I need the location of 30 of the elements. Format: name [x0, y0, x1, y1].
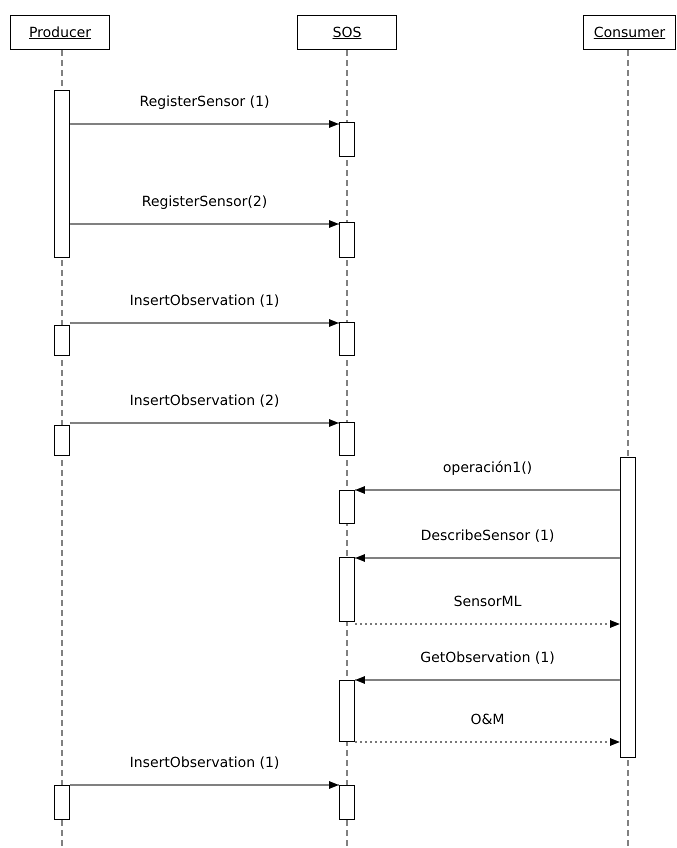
participant-name: SOS	[332, 24, 362, 40]
activation-bar	[54, 90, 70, 258]
participant-name: Consumer	[594, 24, 666, 40]
activation-bar	[339, 785, 355, 820]
activation-bar	[339, 122, 355, 157]
activation-bar	[339, 557, 355, 622]
participant-name: Producer	[28, 24, 92, 40]
activation-bar	[54, 425, 70, 456]
activation-bar	[339, 422, 355, 456]
message-arrow	[354, 486, 620, 494]
message-arrow	[70, 419, 340, 427]
activation-bar	[339, 322, 355, 356]
message-arrow	[70, 120, 340, 128]
participant-box	[297, 15, 397, 50]
activation-bar	[54, 785, 70, 820]
activation-bar	[339, 490, 355, 524]
return-arrow	[354, 620, 620, 628]
activation-bar	[54, 325, 70, 356]
message-arrow	[70, 781, 340, 789]
return-arrow	[354, 738, 620, 746]
activation-bar	[620, 457, 636, 758]
activation-bar	[339, 680, 355, 742]
message-arrow	[70, 319, 340, 327]
edge-label: RegisterSensor (1)	[138, 94, 272, 110]
message-arrow	[70, 220, 340, 228]
participant-box	[10, 15, 110, 50]
participant-box	[583, 15, 676, 50]
activation-bar	[339, 222, 355, 258]
message-arrow	[354, 676, 620, 684]
message-arrow	[354, 554, 620, 562]
